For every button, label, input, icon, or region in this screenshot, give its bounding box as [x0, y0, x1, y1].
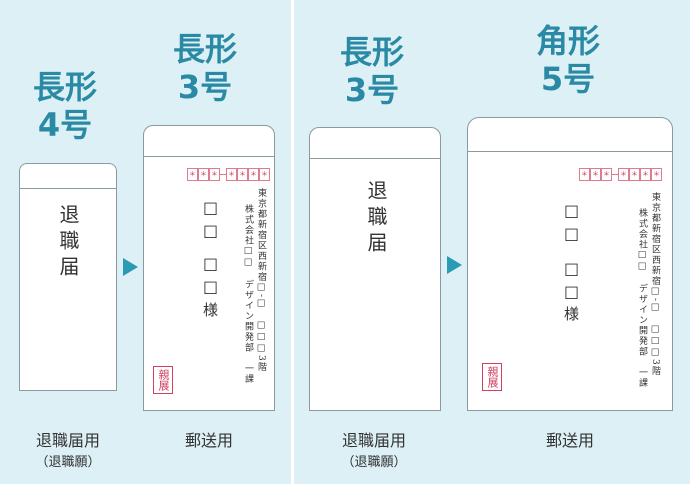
- label-mail: 郵送用: [184, 431, 233, 450]
- envelope-long-3-mail: ＊＊＊＊＊＊＊ □□ □□ 様 東京都新宿区西新宿□-□ □□□3階 株式会社□…: [143, 125, 275, 411]
- recipient-company: □□: [562, 201, 581, 247]
- address-line-1: 東京都新宿区西新宿□-□ □□□3階: [650, 192, 660, 377]
- address-line-2: 株式会社□□ デザイン開発部 一課: [243, 204, 253, 385]
- sublabel-resignation: （退職願）: [341, 455, 407, 470]
- divider: [291, 0, 294, 484]
- honorific: 様: [201, 302, 219, 317]
- honorific: 様: [562, 306, 580, 321]
- postal-code-boxes: ＊＊＊＊＊＊＊: [579, 168, 662, 181]
- envelope-flap: [310, 158, 440, 159]
- confidential-stamp: 親展: [153, 366, 173, 394]
- label-resignation: 退職届用: [341, 431, 406, 450]
- address-line-2: 株式会社□□ デザイン開発部 一課: [637, 208, 647, 389]
- envelope-long-3: 退職届: [309, 127, 441, 411]
- confidential-stamp: 親展: [482, 363, 502, 391]
- recipient-name: □□: [201, 254, 220, 300]
- envelope-flap: [468, 151, 672, 152]
- envelope-text: 退職届: [56, 204, 80, 282]
- recipient-company: □□: [201, 198, 220, 244]
- label-resignation: 退職届用: [35, 431, 100, 450]
- label-mail: 郵送用: [545, 431, 594, 450]
- sublabel-resignation: （退職願）: [35, 455, 101, 470]
- envelope-kaku-5-mail: ＊＊＊＊＊＊＊ □□ □□ 様 東京都新宿区西新宿□-□ □□□3階 株式会社□…: [467, 117, 673, 411]
- envelope-long-4: 退職届: [19, 163, 117, 391]
- arrow-right-icon: [447, 256, 462, 274]
- recipient-name: □□: [562, 259, 581, 305]
- arrow-right-icon: [123, 258, 138, 276]
- postal-code-boxes: ＊＊＊＊＊＊＊: [187, 168, 270, 181]
- envelope-flap: [20, 188, 116, 189]
- envelope-text: 退職届: [364, 180, 388, 258]
- address-line-1: 東京都新宿区西新宿□-□ □□□3階: [256, 188, 266, 373]
- envelope-flap: [144, 156, 274, 157]
